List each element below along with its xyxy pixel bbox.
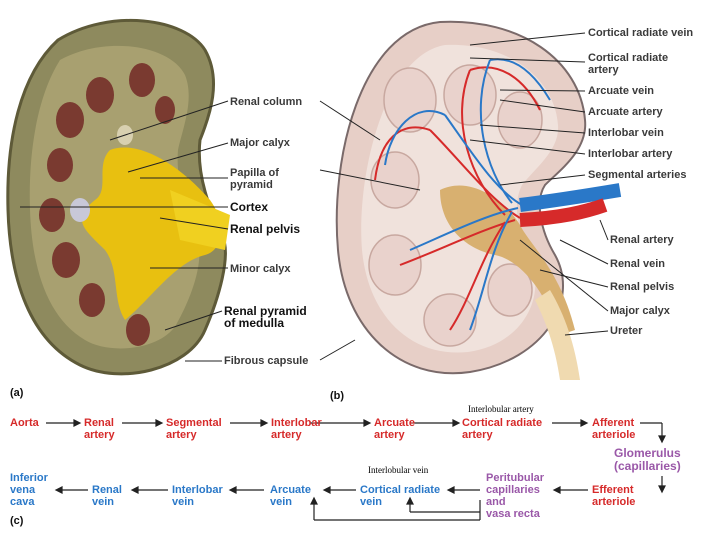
label-renal-artery: Renal artery	[610, 234, 674, 246]
flow-renal-artery-line2: artery	[84, 429, 115, 441]
label-renal-pelvis-b: Renal pelvis	[610, 281, 675, 293]
flow-glomerulus: Glomerulus (capillaries)	[614, 447, 681, 473]
flow-cortical-radiate-vein-line1: Cortical radiate	[360, 484, 441, 496]
label-cortical-radiate-vein: Cortical radiate vein	[588, 27, 694, 39]
label-major-calyx-a: Major calyx	[230, 137, 290, 149]
flow-peritubular-line2: capillaries	[486, 484, 540, 496]
flow-renal-vein-line2: vein	[92, 496, 115, 508]
vascular-kidney-drawing	[335, 20, 622, 380]
flow-efferent-arteriole-line2: arteriole	[592, 496, 636, 508]
flow-inferior-vena-cava: Inferior vena cava	[10, 472, 48, 508]
flow-efferent-arteriole-line1: Efferent	[592, 484, 634, 496]
flow-glomerulus-line1: Glomerulus	[614, 446, 681, 460]
flow-interlobar-artery: Interlobar artery	[271, 417, 322, 441]
flow-arcuate-artery: Arcuate artery	[374, 417, 415, 441]
label-cortical-radiate-artery: Cortical radiate artery	[588, 52, 668, 76]
label-fibrous-capsule: Fibrous capsule	[224, 355, 309, 367]
flow-renal-artery-line1: Renal	[84, 417, 114, 429]
flow-ivc-line1: Inferior	[10, 472, 48, 484]
flow-afferent-arteriole: Afferent arteriole	[592, 417, 635, 441]
panel-tag-c: (c)	[10, 515, 24, 527]
label-cra-line1: Cortical radiate	[588, 52, 669, 64]
flow-ivc-line3: cava	[10, 496, 35, 508]
flow-peritubular-line1: Peritubular	[486, 472, 545, 484]
flow-ivc-line2: vena	[10, 484, 36, 496]
label-renal-pyramid-line1: Renal pyramid	[224, 304, 307, 318]
label-interlobar-vein: Interlobar vein	[588, 127, 664, 139]
label-minor-calyx: Minor calyx	[230, 263, 291, 275]
label-arcuate-vein: Arcuate vein	[588, 85, 655, 97]
flow-arcuate-artery-line2: artery	[374, 429, 405, 441]
flow-segmental-artery-line2: artery	[166, 429, 197, 441]
flow-efferent-arteriole: Efferent arteriole	[592, 484, 635, 508]
flow-renal-vein: Renal vein	[92, 484, 122, 508]
flow-renal-artery: Renal artery	[84, 417, 115, 441]
label-renal-pelvis-a: Renal pelvis	[230, 222, 301, 236]
flow-cortical-radiate-vein-line2: vein	[360, 496, 383, 508]
flow-peritubular-capillaries: Peritubular capillaries and vasa recta	[486, 472, 544, 520]
flow-arcuate-vein-line2: vein	[270, 496, 293, 508]
flow-cortical-radiate-artery-line1: Cortical radiate	[462, 417, 543, 429]
flow-afferent-arteriole-line1: Afferent	[592, 417, 635, 429]
flow-afferent-arteriole-line2: arteriole	[592, 429, 636, 441]
label-ureter: Ureter	[610, 325, 643, 337]
flow-glomerulus-line2: (capillaries)	[614, 459, 681, 473]
flow-cortical-radiate-artery-line2: artery	[462, 429, 493, 441]
panel-tag-b: (b)	[330, 390, 345, 402]
flow-cortical-radiate-artery: Cortical radiate artery	[462, 417, 542, 441]
flow-renal-vein-line1: Renal	[92, 484, 122, 496]
flow-arcuate-vein: Arcuate vein	[270, 484, 311, 508]
flow-peritubular-line4: vasa recta	[486, 508, 540, 520]
label-renal-pyramid-line2: of medulla	[224, 316, 285, 330]
label-major-calyx-b: Major calyx	[610, 305, 670, 317]
leader-lines-a	[20, 100, 229, 362]
annotation-interlobular-artery: Interlobular artery	[468, 404, 534, 414]
label-papilla-line1: Papilla of	[230, 167, 279, 179]
flow-segmental-artery-line1: Segmental	[166, 417, 222, 429]
flow-arrows	[46, 419, 666, 521]
label-papilla-of-pyramid: Papilla of pyramid	[230, 167, 279, 191]
label-segmental-arteries: Segmental arteries	[588, 169, 687, 181]
leader-lines-b	[319, 32, 609, 361]
label-papilla-line2: pyramid	[230, 179, 273, 191]
label-arcuate-artery: Arcuate artery	[588, 106, 663, 118]
annotation-interlobular-vein: Interlobular vein	[368, 465, 429, 475]
flow-segmental-artery: Segmental artery	[166, 417, 222, 441]
flow-cortical-radiate-vein: Cortical radiate vein	[360, 484, 440, 508]
label-cortex: Cortex	[230, 200, 269, 214]
flow-interlobar-artery-line2: artery	[271, 429, 302, 441]
flow-interlobar-vein-line1: Interlobar	[172, 484, 223, 496]
flow-peritubular-line3: and	[486, 496, 506, 508]
flow-arcuate-artery-line1: Arcuate	[374, 417, 415, 429]
label-renal-vein: Renal vein	[610, 258, 666, 270]
flow-aorta: Aorta	[10, 417, 39, 429]
photo-kidney-section	[6, 18, 230, 376]
flow-interlobar-vein-line2: vein	[172, 496, 195, 508]
flow-interlobar-artery-line1: Interlobar	[271, 417, 322, 429]
flow-aorta-line1: Aorta	[10, 417, 39, 429]
label-renal-column: Renal column	[230, 96, 303, 108]
flow-arcuate-vein-line1: Arcuate	[270, 484, 311, 496]
panel-tag-a: (a)	[10, 387, 24, 399]
label-renal-pyramid: Renal pyramid of medulla	[224, 305, 307, 329]
label-cra-line2: artery	[588, 64, 619, 76]
flow-interlobar-vein: Interlobar vein	[172, 484, 223, 508]
label-interlobar-artery: Interlobar artery	[588, 148, 673, 160]
